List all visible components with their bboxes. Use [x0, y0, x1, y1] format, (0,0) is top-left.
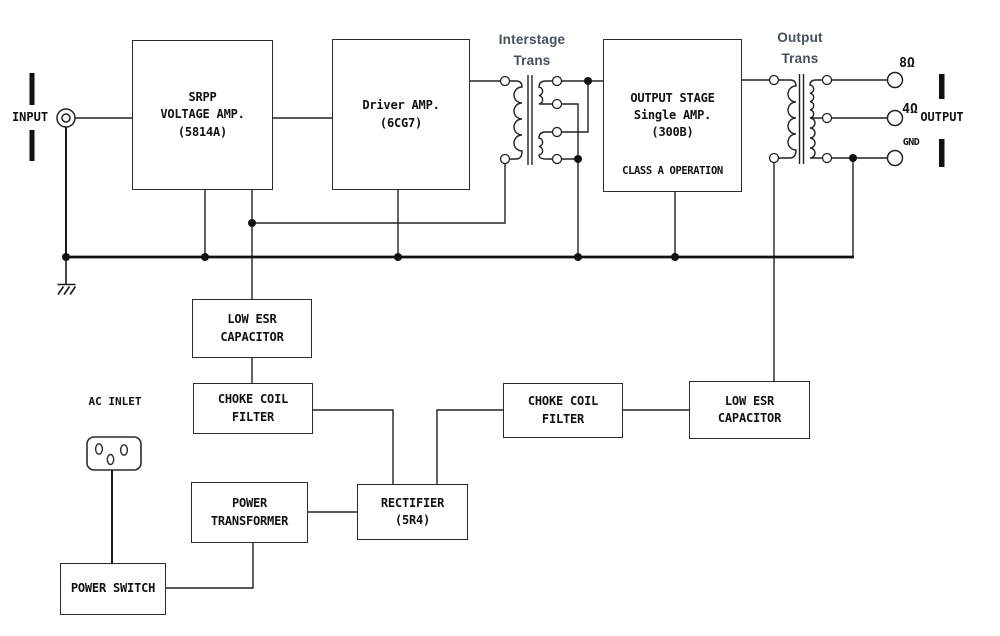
class-a-note: CLASS A OPERATION — [622, 165, 723, 178]
block-label: CHOKE COIL — [527, 394, 599, 409]
block-low-esr-capacitor-left: LOW ESR CAPACITOR — [192, 299, 312, 358]
wire-interstage-primary-bplus — [252, 163, 506, 224]
block-label: CAPACITOR — [220, 329, 284, 344]
wire-choke-left-to-rectifier — [313, 409, 394, 484]
output-primary-coil — [778, 79, 797, 159]
output-bar-top — [939, 74, 945, 99]
wire-interstage-sec-ground — [561, 103, 579, 257]
input-bar-top — [29, 73, 35, 105]
input-bar-bottom — [29, 130, 35, 161]
block-label: OUTPUT STAGE — [630, 90, 715, 105]
block-label: Single AMP. — [633, 107, 712, 122]
block-low-esr-capacitor-right: LOW ESR CAPACITOR — [689, 381, 810, 439]
interstage-secondary-coil-a — [538, 80, 553, 105]
block-label: FILTER — [231, 409, 275, 424]
block-label: (300B) — [651, 125, 694, 140]
ac-inlet-label: AC INLET — [88, 395, 142, 408]
heavy-wires — [65, 127, 113, 563]
block-label: (5R4) — [394, 513, 431, 527]
block-rectifier: RECTIFIER (5R4) — [357, 484, 468, 540]
interstage-primary-coil — [509, 80, 523, 160]
jack-gnd-icon — [886, 149, 904, 167]
tap-8ohm-label: 8Ω — [899, 56, 915, 71]
block-label: VOLTAGE AMP. — [160, 107, 245, 122]
block-label: POWER SWITCH — [70, 581, 156, 596]
block-label: Driver AMP. — [362, 98, 440, 113]
wire-transformer-to-switch — [166, 543, 254, 589]
block-label: POWER — [231, 496, 268, 511]
panel-bars — [29, 73, 945, 167]
block-label: LOW ESR — [227, 312, 277, 327]
signal-wires — [75, 79, 888, 589]
junction-dots — [62, 77, 857, 261]
block-label: (6CG7) — [379, 115, 423, 130]
block-power-transformer: POWER TRANSFORMER — [191, 482, 308, 543]
wire-choke-right-to-rectifier — [436, 409, 503, 484]
interstage-trans-line2: Trans — [513, 52, 551, 68]
block-choke-coil-filter-right: CHOKE COIL FILTER — [503, 383, 623, 438]
output-label: OUTPUT — [920, 110, 964, 124]
ac-inlet-icon — [86, 436, 142, 471]
interstage-terminals — [499, 75, 563, 165]
interstage-trans-label: Interstage Trans — [472, 30, 592, 72]
interstage-trans-line1: Interstage — [498, 32, 566, 47]
block-label: RECTIFIER — [380, 495, 445, 510]
block-label: (5814A) — [177, 124, 228, 139]
block-choke-coil-filter-left: CHOKE COIL FILTER — [193, 383, 313, 434]
chassis-ground-symbol — [57, 257, 77, 295]
block-power-switch: POWER SWITCH — [60, 563, 166, 615]
output-jack-icons — [886, 71, 904, 167]
interstage-secondary-coil-b — [538, 131, 553, 160]
input-label: INPUT — [11, 110, 49, 124]
output-core — [798, 74, 805, 164]
interstage-core — [527, 75, 533, 165]
block-label: SRPP — [188, 90, 217, 105]
output-trans-line2: Trans — [781, 50, 819, 66]
block-driver-amp: Driver AMP. (6CG7) — [332, 39, 470, 190]
output-secondary-coil — [809, 79, 823, 159]
output-trans-label: Output Trans — [739, 28, 861, 70]
block-srpp-voltage-amp: SRPP VOLTAGE AMP. (5814A) — [132, 40, 273, 190]
block-label: CHOKE COIL — [217, 392, 289, 407]
block-label: LOW ESR — [724, 393, 775, 408]
block-label: CAPACITOR — [717, 411, 782, 425]
output-terminals — [768, 74, 833, 164]
wire-interstage-sec-link — [561, 81, 589, 133]
output-bar-bottom — [939, 139, 945, 167]
jack-4ohm-icon — [886, 109, 904, 127]
jack-8ohm-icon — [886, 71, 904, 89]
block-label: TRANSFORMER — [210, 513, 289, 528]
output-trans-line1: Output — [777, 30, 823, 45]
input-jack-icon — [56, 108, 76, 128]
output-transformer-symbol — [768, 74, 833, 164]
block-label: FILTER — [541, 411, 585, 426]
tap-gnd-label: GND — [902, 137, 920, 148]
tap-4ohm-label: 4Ω — [902, 102, 918, 117]
interstage-transformer-symbol — [499, 75, 563, 165]
block-output-stage: OUTPUT STAGE Single AMP. (300B) CLASS A … — [603, 39, 742, 192]
